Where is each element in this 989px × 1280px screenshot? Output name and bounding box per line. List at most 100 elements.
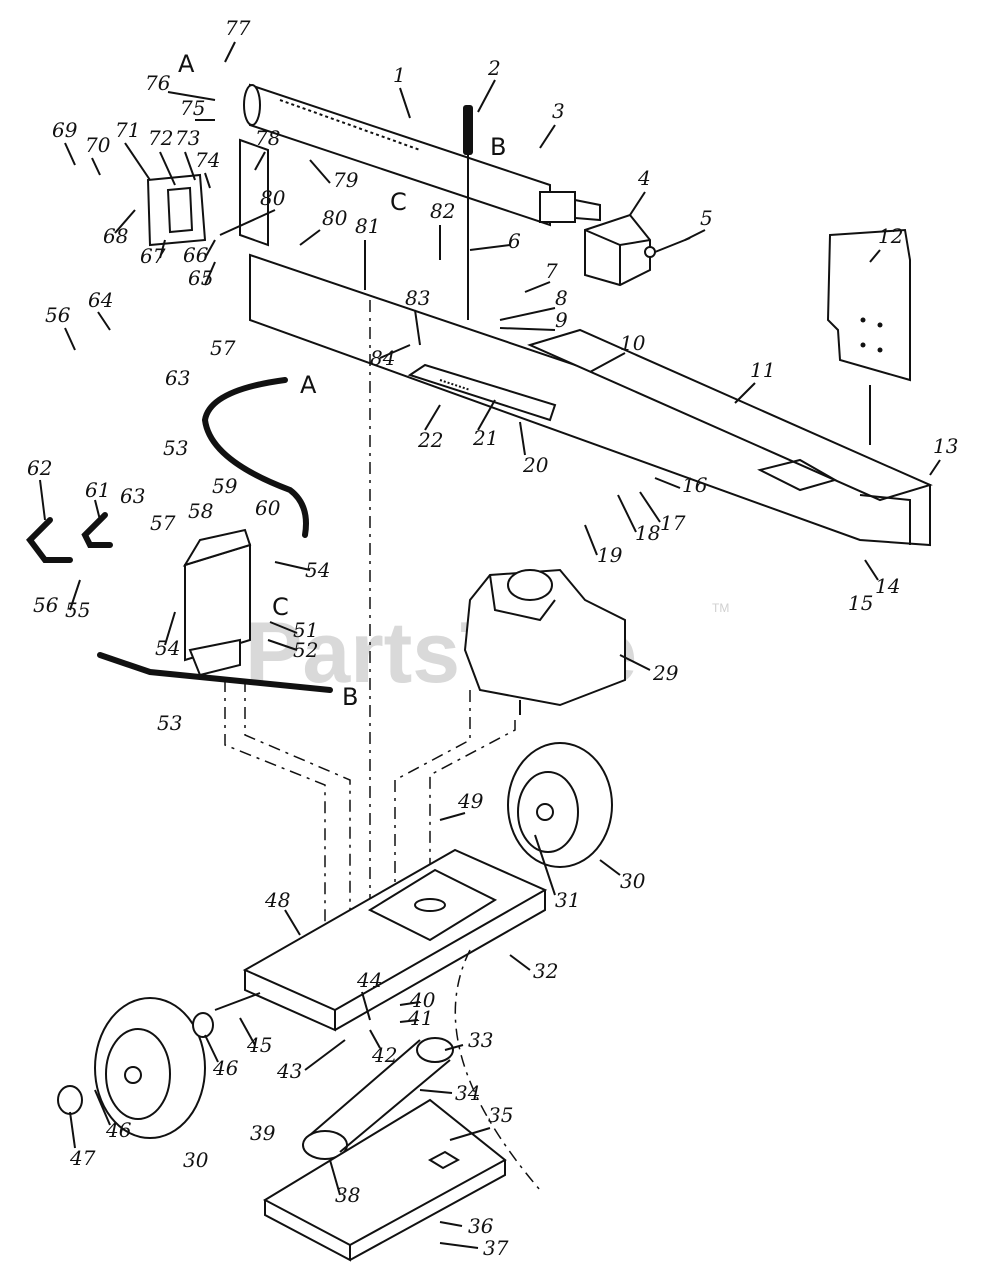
- assembly-line-3: [394, 690, 471, 900]
- callout-63-mid: 63: [120, 484, 145, 508]
- callout-54-left: 54: [155, 636, 180, 660]
- guide-plate: [407, 363, 557, 422]
- hub-cap: [57, 1085, 83, 1115]
- callout-51: 51: [293, 618, 318, 642]
- callout-43: 43: [276, 1059, 302, 1083]
- callout-35: 35: [488, 1103, 513, 1127]
- assembly-line-2: [244, 680, 351, 960]
- callout-48: 48: [264, 888, 290, 912]
- wheel-front: [507, 742, 613, 868]
- callout-58: 58: [188, 499, 213, 523]
- callout-72: 72: [148, 126, 173, 150]
- callout-70: 70: [85, 133, 111, 157]
- splitter-beam: [249, 253, 933, 547]
- callout-21: 21: [472, 426, 498, 450]
- callout-10: 10: [620, 331, 646, 355]
- axle: [214, 992, 261, 1011]
- connector-letter-b-hose: B: [342, 683, 358, 711]
- leader-lines: [39, 41, 941, 1249]
- callout-42: 42: [371, 1043, 397, 1067]
- elbow-fitting-62: [26, 517, 73, 563]
- callout-6: 6: [508, 229, 521, 253]
- callout-74: 74: [195, 148, 220, 172]
- valve-assembly: [146, 138, 269, 247]
- callout-68: 68: [103, 224, 128, 248]
- control-valve: [182, 528, 252, 677]
- callout-78: 78: [255, 126, 280, 150]
- callout-77: 77: [225, 16, 251, 40]
- wedge-plate: [826, 228, 911, 382]
- mounting-bracket: [262, 1098, 507, 1262]
- connector-letter-c-valve: C: [272, 593, 289, 621]
- callout-56-bottom: 56: [33, 593, 59, 617]
- callout-63-top: 63: [165, 366, 190, 390]
- callout-56-top: 56: [45, 303, 71, 327]
- hose-lower: [97, 652, 333, 693]
- connector-letter-c-top: C: [390, 188, 407, 216]
- callout-39: 39: [250, 1121, 276, 1145]
- callout-57-top: 57: [210, 336, 236, 360]
- callout-20: 20: [522, 453, 549, 477]
- callout-18: 18: [635, 521, 660, 545]
- connector-letter-a-top: A: [178, 50, 195, 78]
- callout-40: 40: [409, 988, 436, 1012]
- callout-57-mid: 57: [150, 511, 176, 535]
- callout-47: 47: [69, 1146, 96, 1170]
- callout-65: 65: [188, 266, 213, 290]
- callout-80-left: 80: [260, 186, 286, 210]
- callout-22: 22: [417, 428, 443, 452]
- callout-31: 31: [555, 888, 580, 912]
- callout-13: 13: [933, 434, 958, 458]
- callout-14: 14: [875, 574, 900, 598]
- wheel-bushing: [192, 1012, 214, 1038]
- callout-3: 3: [552, 99, 565, 123]
- belt-drive: [302, 1037, 454, 1160]
- callout-30-rear: 30: [183, 1148, 209, 1172]
- callout-64: 64: [88, 288, 113, 312]
- callout-38: 38: [335, 1183, 360, 1207]
- hydraulic-cylinder: [243, 83, 601, 227]
- connector-letter-b-top: B: [490, 133, 506, 161]
- callout-62: 62: [27, 456, 52, 480]
- callout-12: 12: [878, 224, 903, 248]
- callout-32: 32: [533, 959, 558, 983]
- callout-59: 59: [212, 474, 238, 498]
- callout-33: 33: [468, 1028, 493, 1052]
- callout-69: 69: [52, 118, 78, 142]
- callout-4: 4: [637, 166, 651, 190]
- callout-5: 5: [700, 206, 713, 230]
- callout-7: 7: [545, 259, 558, 283]
- callout-9: 9: [555, 308, 568, 332]
- callout-84: 84: [370, 346, 395, 370]
- callout-34: 34: [455, 1081, 480, 1105]
- callout-53-lower: 53: [157, 711, 182, 735]
- callout-30-front: 30: [620, 869, 646, 893]
- callout-52: 52: [293, 638, 318, 662]
- callout-17: 17: [660, 511, 686, 535]
- callout-16: 16: [682, 473, 708, 497]
- connector-letter-a-hose: A: [300, 371, 317, 399]
- callout-80-right: 80: [322, 206, 348, 230]
- hydraulic-pump: [584, 213, 691, 287]
- callout-61: 61: [85, 478, 110, 502]
- assembly-line-1: [224, 680, 326, 960]
- callout-66: 66: [183, 243, 209, 267]
- callout-53-upper: 53: [163, 436, 188, 460]
- callout-15: 15: [848, 591, 873, 615]
- callout-11: 11: [750, 358, 775, 382]
- callout-8: 8: [555, 286, 568, 310]
- callout-2: 2: [487, 56, 501, 80]
- callout-83: 83: [405, 286, 430, 310]
- callout-60: 60: [255, 496, 281, 520]
- callout-79: 79: [333, 168, 359, 192]
- watermark-trademark: TM: [712, 601, 729, 615]
- callout-36: 36: [468, 1214, 494, 1238]
- callout-1: 1: [393, 63, 406, 87]
- assembly-line-6: [454, 949, 541, 1191]
- callout-49: 49: [457, 789, 484, 813]
- callout-73: 73: [175, 126, 200, 150]
- assembly-line-4: [429, 720, 516, 900]
- engine: [463, 568, 626, 715]
- callout-71: 71: [115, 118, 140, 142]
